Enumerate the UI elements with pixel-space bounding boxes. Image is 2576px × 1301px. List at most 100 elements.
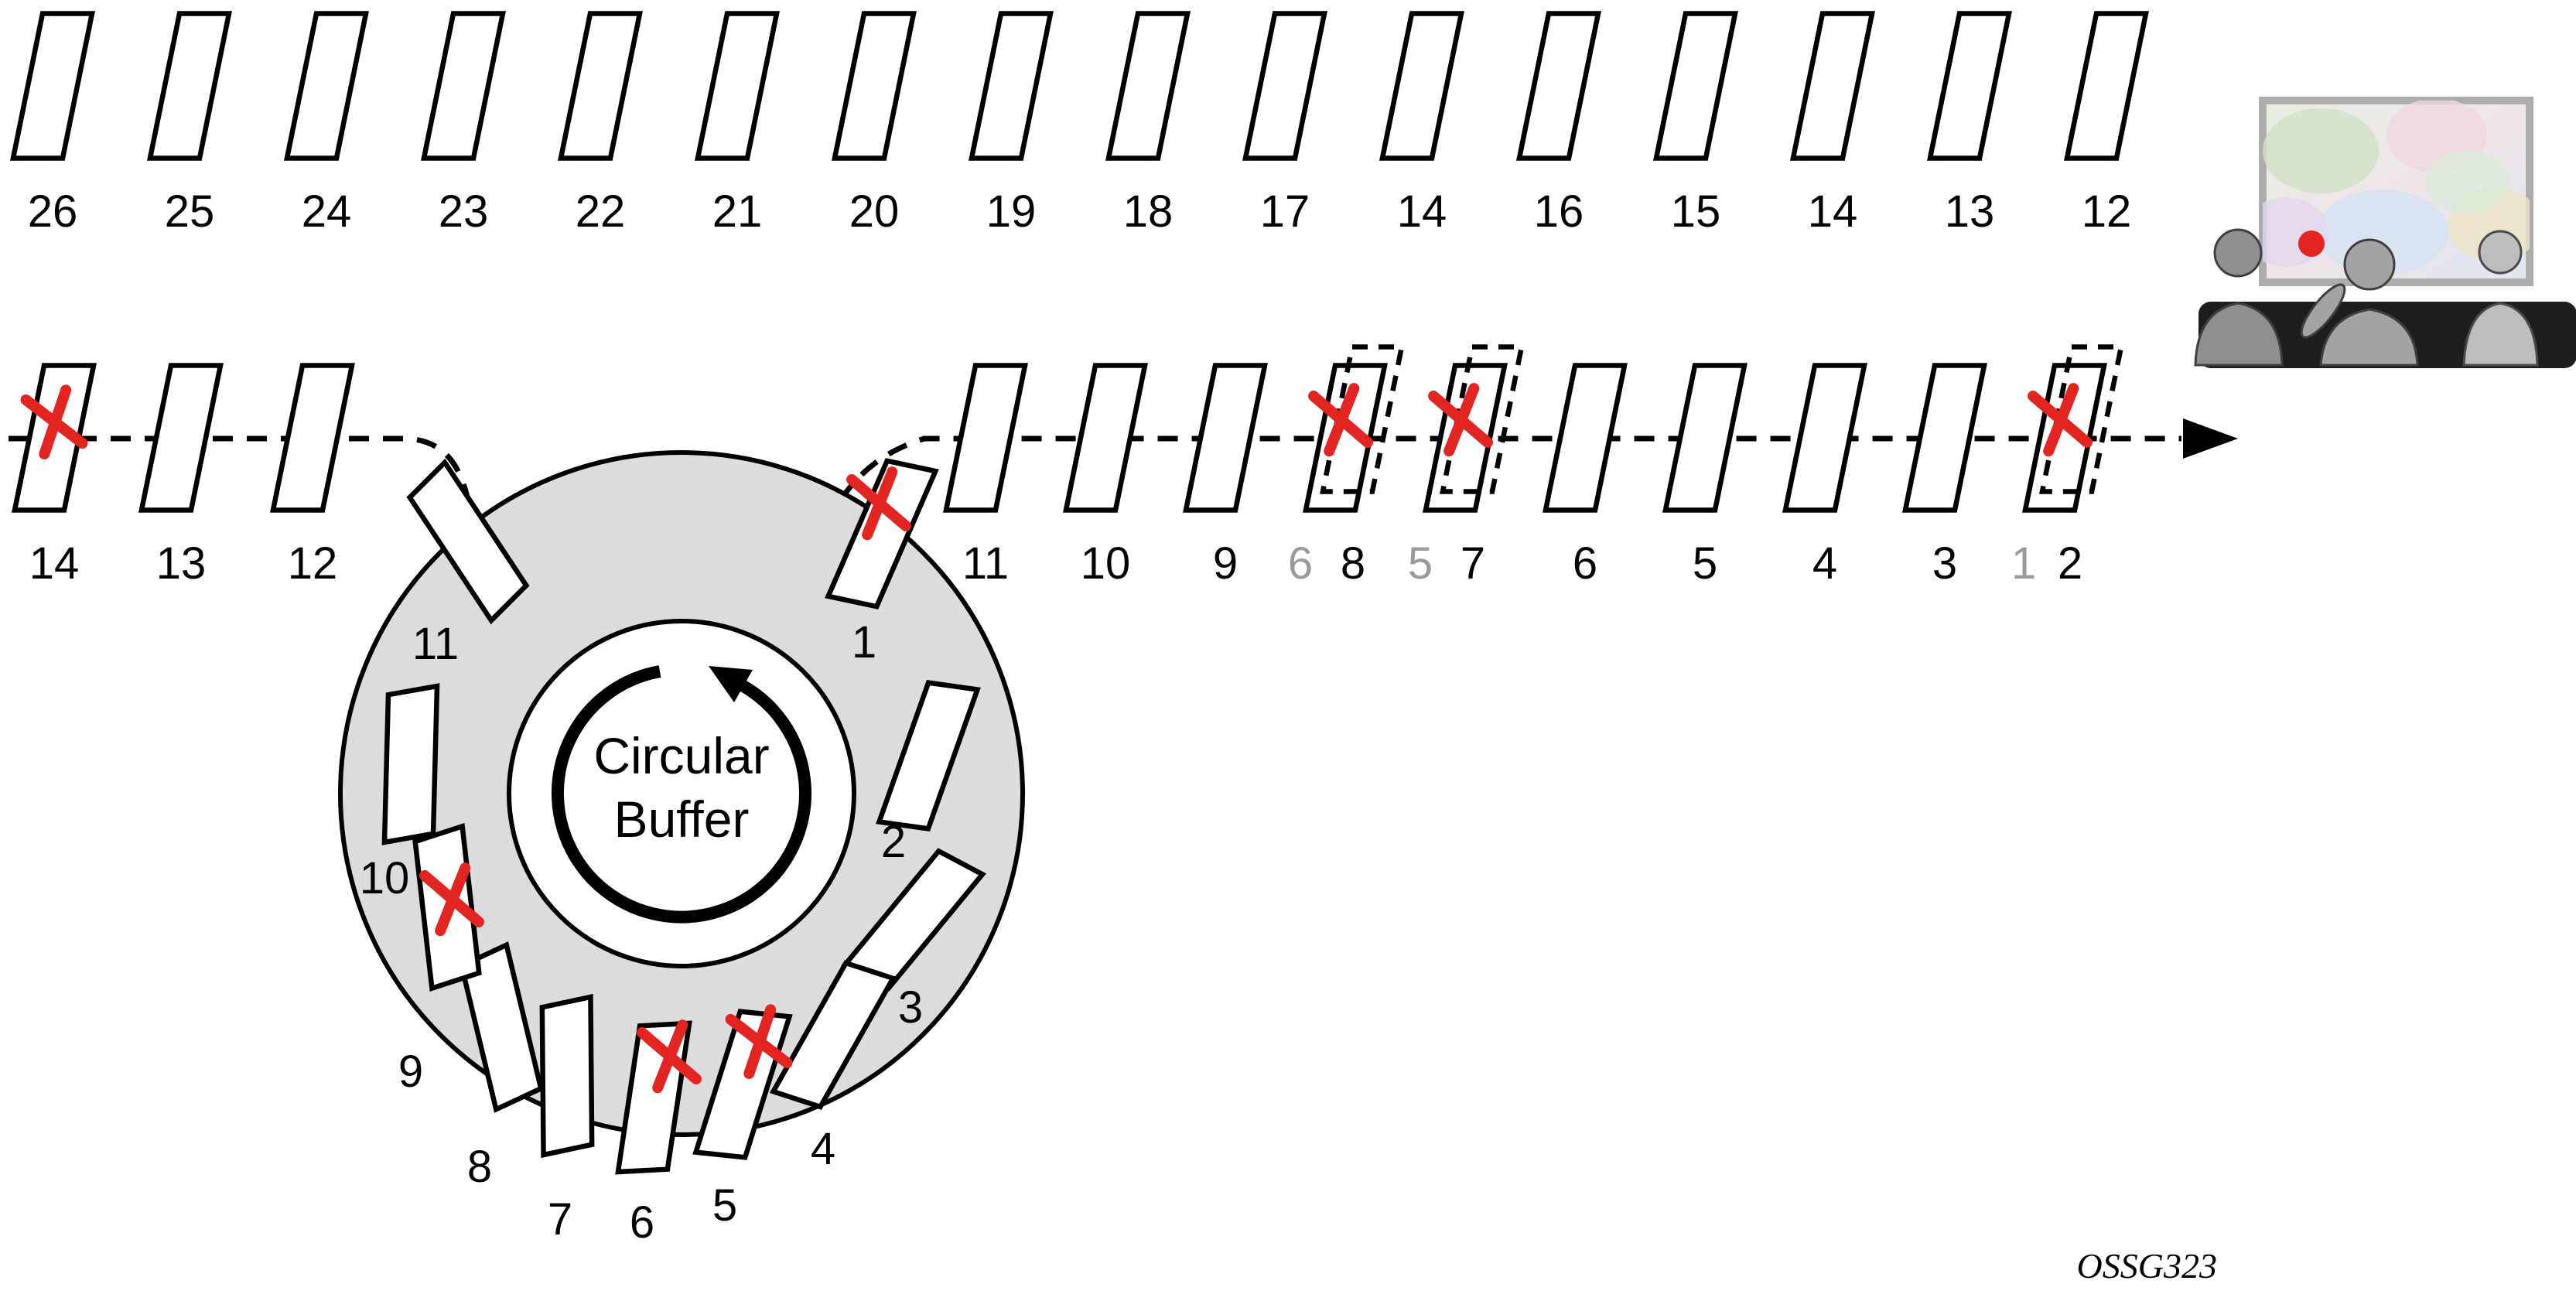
frame-packet: 16 — [1519, 14, 1598, 237]
frame-packet: 2 — [879, 678, 977, 867]
viewer-head — [2478, 230, 2523, 275]
figure-id: OSSG323 — [2077, 1246, 2217, 1286]
viewer-body — [2462, 302, 2539, 367]
rotation-arrowhead-icon — [709, 666, 753, 702]
frame-packet: 24 — [287, 14, 366, 237]
packet-shape — [1382, 14, 1461, 159]
frame-packet: 12 — [2067, 14, 2146, 237]
frame-packet: 8 — [435, 945, 567, 1192]
packet-shape — [561, 14, 640, 159]
packet-shape — [835, 14, 914, 159]
frame-packet: 22 — [561, 14, 640, 237]
buffer-ring-packets: 1 2 3 4 5 6 7 8 9 10 11 — [360, 455, 982, 1248]
tv-screen-content — [2263, 101, 2530, 275]
frame-packet: 17 — [1245, 14, 1324, 237]
buffer-title-line2: Buffer — [614, 791, 750, 848]
viewer-head — [2343, 238, 2396, 291]
packet-label: 8 — [1341, 538, 1365, 589]
packet-shape — [13, 14, 92, 159]
packet-label: 9 — [398, 1047, 423, 1097]
packet-label: 6 — [630, 1197, 654, 1248]
packet-shape — [698, 14, 777, 159]
incoming-stream: 14 13 12 — [15, 366, 352, 589]
packet-shape — [424, 14, 503, 159]
packet-label: 2 — [881, 817, 906, 867]
packet-label: 10 — [360, 853, 410, 903]
frame-packet-with-retransmission: 5 7 — [1408, 347, 1522, 589]
packet-label: 4 — [1812, 538, 1837, 589]
packet-label: 13 — [1945, 186, 1995, 237]
outgoing-stream: 11 10 9 6 8 5 7 6 5 4 3 1 2 — [946, 347, 2121, 589]
viewer-body — [2194, 302, 2284, 367]
packet-shape — [972, 14, 1051, 159]
packet-label: 19 — [986, 186, 1037, 237]
frame-packet: 13 — [1930, 14, 2009, 237]
rotation-arrow-icon — [551, 665, 811, 924]
packet-label: 12 — [288, 538, 338, 589]
packet-label: 9 — [1213, 538, 1238, 589]
viewer-left — [2194, 228, 2284, 367]
frame-packet: 11 — [389, 463, 547, 669]
tv-scene — [2194, 97, 2576, 368]
frame-packet: 15 — [1656, 14, 1735, 237]
frame-packet: 25 — [150, 14, 229, 237]
packet-label: 11 — [962, 538, 1009, 589]
packet-shape — [1793, 14, 1872, 159]
packet-label: 25 — [165, 186, 215, 237]
packet-shape — [287, 14, 366, 159]
packet-shape — [1656, 14, 1735, 159]
buffer-title-line1: Circular — [593, 727, 769, 784]
packet-shape — [150, 14, 229, 159]
frame-packet: 19 — [972, 14, 1051, 237]
packet-shape — [1109, 14, 1187, 159]
packet-label: 10 — [1081, 538, 1131, 589]
frame-packet: 12 — [273, 366, 352, 589]
packet-label: 15 — [1671, 186, 1721, 237]
viewer-body — [2319, 308, 2419, 367]
packet-label: 2 — [2058, 538, 2082, 589]
tv-red-dot-icon — [2298, 230, 2325, 257]
viewer-head — [2213, 228, 2263, 278]
frame-packet: 26 — [13, 14, 92, 237]
packet-label: 13 — [156, 538, 207, 589]
packet-label: 21 — [712, 186, 763, 237]
frame-packet: 5 — [1666, 366, 1744, 589]
packet-shape — [1245, 14, 1324, 159]
frame-packet: 9 — [388, 826, 507, 1097]
packet-label: 8 — [467, 1142, 492, 1192]
frame-packet: 10 — [1066, 366, 1145, 589]
frame-packet: 14 — [15, 366, 94, 589]
packet-label: 24 — [302, 186, 352, 237]
frame-packet-with-retransmission: 1 2 — [2011, 347, 2121, 589]
packet-shape — [1519, 14, 1598, 159]
packet-label: 7 — [1461, 538, 1485, 589]
frame-packet: 14 — [1382, 14, 1461, 237]
packet-shape — [1930, 14, 2009, 159]
viewer-middle — [2300, 238, 2419, 367]
packet-shape — [2067, 14, 2146, 159]
viewer-right — [2462, 230, 2539, 367]
frame-packet: 14 — [1793, 14, 1872, 237]
frame-packet: 21 — [698, 14, 777, 237]
frame-packet: 6 — [1546, 366, 1625, 589]
frame-packet: 6 — [610, 1023, 697, 1248]
packet-label: 4 — [811, 1124, 835, 1174]
frame-packet: 11 — [946, 366, 1025, 589]
top-row: 26 25 24 23 22 21 20 19 18 17 14 16 15 1… — [13, 14, 2146, 237]
frame-packet: 10 — [360, 686, 463, 903]
packet-label: 5 — [1693, 538, 1717, 589]
stream-path — [9, 435, 2181, 1067]
frame-packet: 18 — [1109, 14, 1187, 237]
frame-packet: 13 — [142, 366, 220, 589]
frame-packet: 23 — [424, 14, 503, 237]
frame-packet-with-retransmission: 6 8 — [1288, 347, 1402, 589]
packet-label: 7 — [548, 1194, 572, 1245]
packet-label: 22 — [576, 186, 626, 237]
frame-packet: 7 — [514, 997, 621, 1245]
retransmitted-packet-label: 1 — [2011, 538, 2036, 589]
frame-packet: 20 — [835, 14, 914, 237]
packet-label: 3 — [898, 982, 923, 1033]
packet-label: 20 — [849, 186, 900, 237]
